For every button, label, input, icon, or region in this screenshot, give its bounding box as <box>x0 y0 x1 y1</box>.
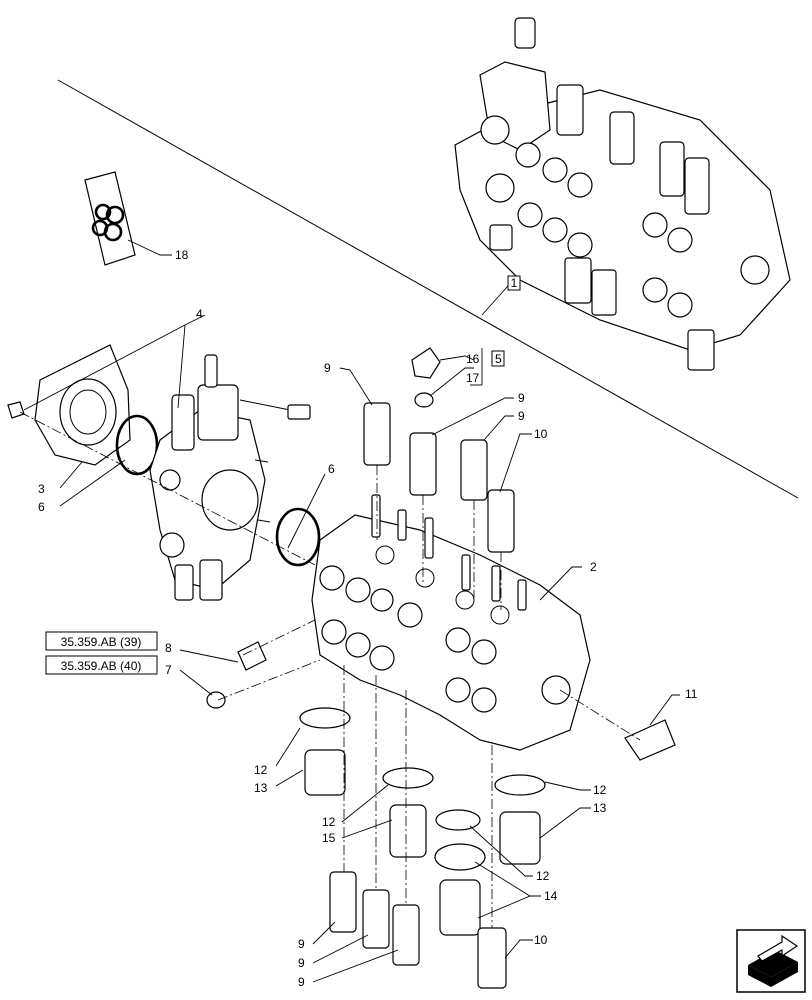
callout-9-top-left: 9 <box>324 361 331 375</box>
callout-6-left: 6 <box>38 500 45 514</box>
seal-kit-bag <box>84 171 136 266</box>
o-ring-left <box>115 414 159 476</box>
callout-12-low: 12 <box>536 869 550 883</box>
plug-7 <box>206 691 226 709</box>
callout-12-mid: 12 <box>322 815 336 829</box>
ref-box-40[interactable] <box>45 655 158 675</box>
callout-9-bottom-c: 9 <box>298 975 305 989</box>
divider-line <box>57 79 799 499</box>
callout-7: 7 <box>165 663 172 677</box>
callout-6-right: 6 <box>328 462 335 476</box>
plug-8 <box>237 641 267 671</box>
leader-18 <box>127 239 172 256</box>
callout-18: 18 <box>175 248 189 262</box>
callout-17: 17 <box>466 371 480 385</box>
bottom-covers <box>299 707 546 936</box>
callout-12-left: 12 <box>254 763 268 777</box>
bolt <box>7 401 25 419</box>
callout-9-bottom-b: 9 <box>298 956 305 970</box>
leader-lines <box>23 314 680 983</box>
next-page-icon[interactable] <box>736 929 806 993</box>
callout-9-top-mid-b: 9 <box>518 409 525 423</box>
callout-15: 15 <box>322 831 336 845</box>
callout-14: 14 <box>544 889 558 903</box>
callout-5-box <box>491 350 505 367</box>
callout-5: 5 <box>495 352 502 366</box>
ref-link-40[interactable]: 35.359.AB (40) <box>61 659 142 673</box>
callout-2: 2 <box>590 560 597 574</box>
callout-9-top-mid-a: 9 <box>518 391 525 405</box>
callout-16: 16 <box>466 352 480 366</box>
callout-3: 3 <box>38 482 45 496</box>
assembly-axes <box>19 411 641 928</box>
relief-cartridges-top <box>363 347 515 553</box>
ref-box-39[interactable] <box>45 631 158 651</box>
main-valve-block <box>311 494 591 751</box>
callout-10-bottom: 10 <box>534 933 548 947</box>
inlet-cover-bore <box>59 378 117 446</box>
inlet-valve-section <box>149 354 311 601</box>
callout-labels: 2 3 4 5 6 6 7 8 9 9 9 9 9 9 10 10 11 12 … <box>38 307 698 989</box>
callout-9-bottom-a: 9 <box>298 937 305 951</box>
callout-13-left: 13 <box>254 781 268 795</box>
o-ring-right <box>275 507 321 567</box>
callout-11: 11 <box>685 687 698 701</box>
relief-cartridges-bottom <box>329 871 507 989</box>
callout-13-right: 13 <box>593 801 607 815</box>
ref-link-39[interactable]: 35.359.AB (39) <box>61 635 142 649</box>
callout-8: 8 <box>165 641 172 655</box>
callout-1: 1 <box>511 276 518 290</box>
plug-11 <box>624 719 676 761</box>
valve-assembly-overview <box>454 17 791 371</box>
callout-4: 4 <box>196 307 203 321</box>
callout-1-box <box>507 275 521 291</box>
callout-12-right: 12 <box>593 783 607 797</box>
callout-10-top: 10 <box>534 427 548 441</box>
